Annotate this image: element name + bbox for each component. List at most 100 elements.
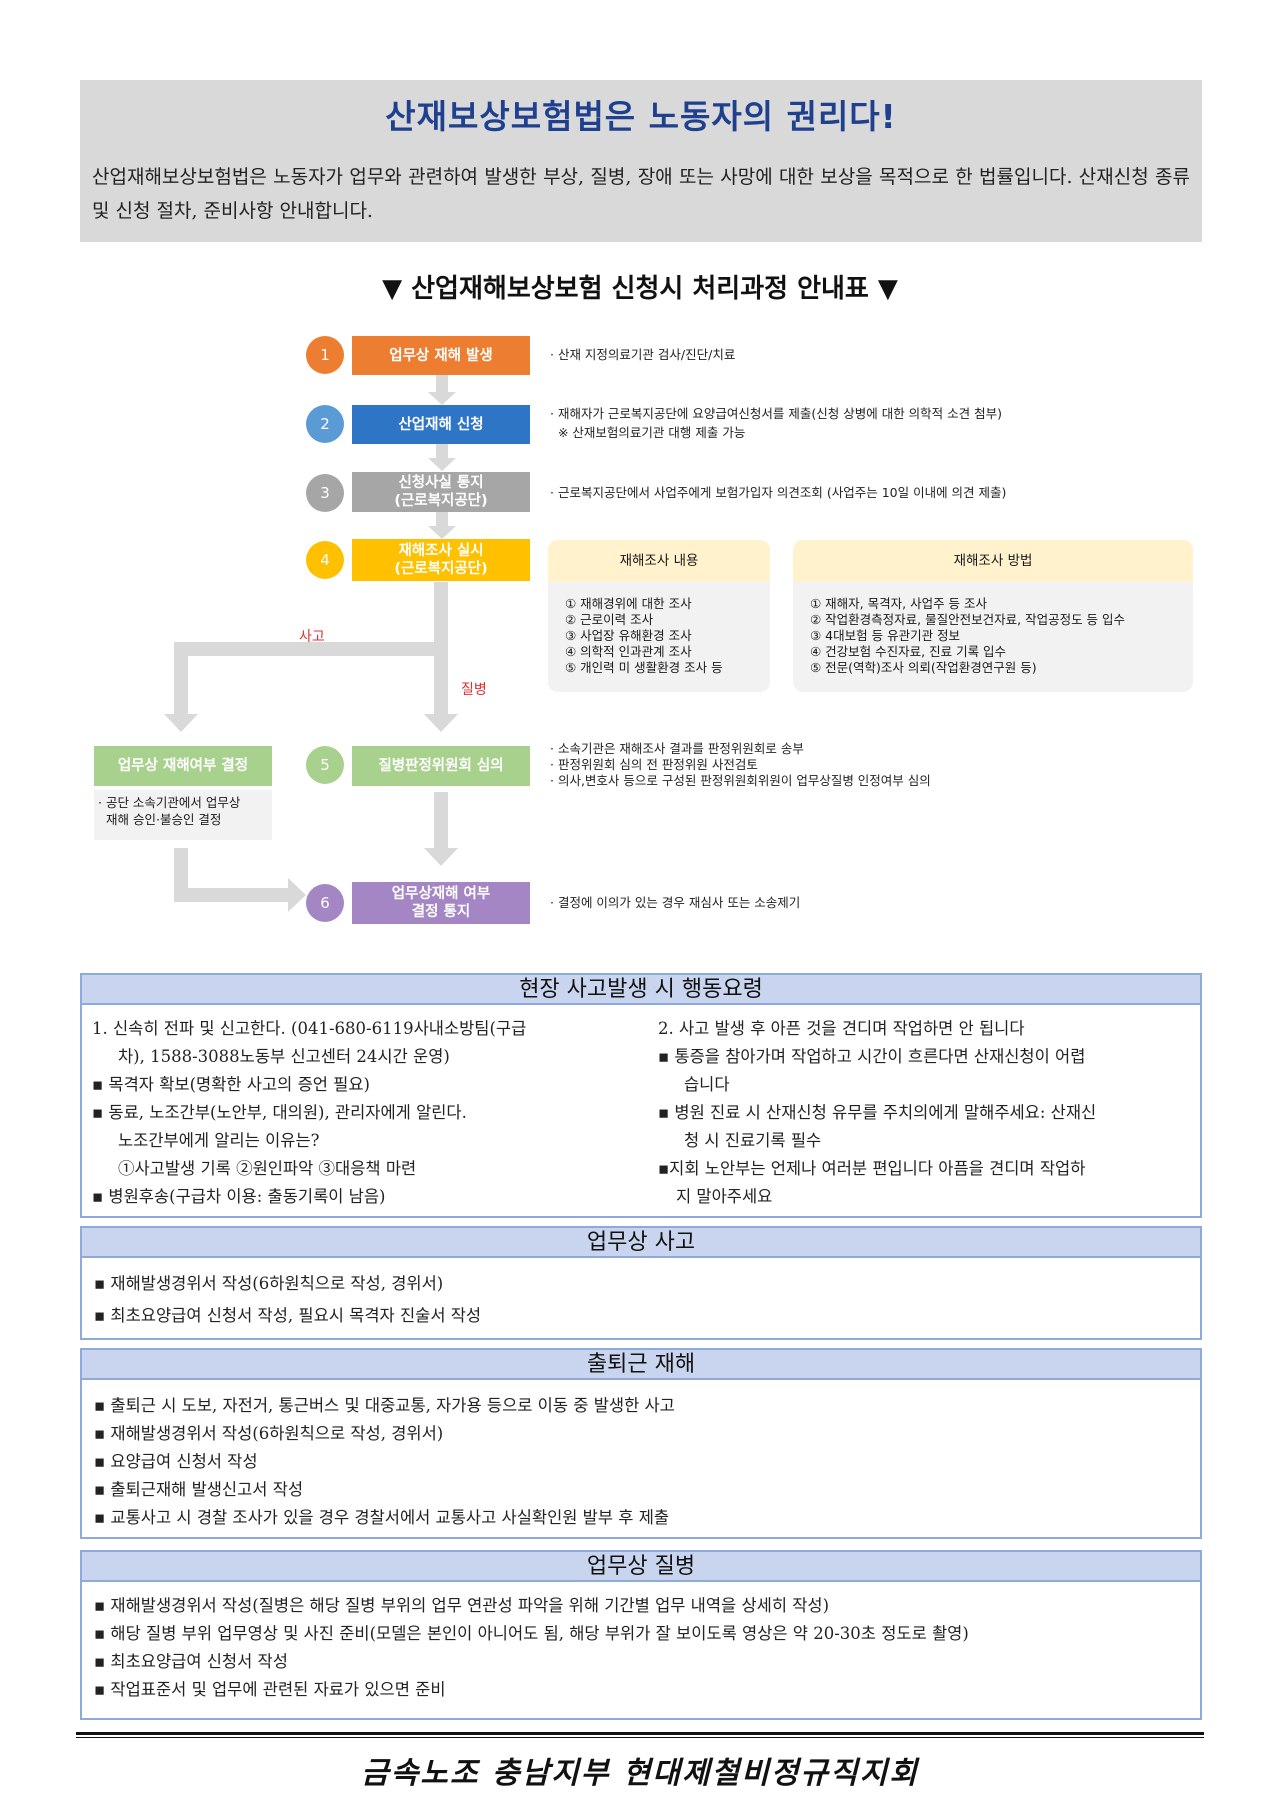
list-item: ▪ 최초요양급여 신청서 작성, 필요시 목격자 진술서 작성 [94, 1306, 482, 1325]
step-5-note-line1: · 소속기관은 재해조사 결과를 판정위원회로 송부 [550, 741, 804, 756]
disease-branch-label: 질병 [461, 682, 487, 698]
arrow-shaft [174, 642, 448, 656]
investigation-method-title: 재해조사 방법 [793, 540, 1193, 582]
onsite-text-line: 청 시 진료기록 필수 [684, 1131, 822, 1150]
list-item: ▪ 출퇴근 시 도보, 자전거, 통근버스 및 대중교통, 자가용 등으로 이동… [94, 1396, 675, 1415]
step-5-number: 5 [306, 746, 344, 784]
onsite-text-line: ▪ 목격자 확보(명확한 사고의 증언 필요) [92, 1075, 370, 1094]
onsite-text-line: 차), 1588-3088노동부 신고센터 24시간 운영) [118, 1047, 450, 1066]
onsite-text-line: 습니다 [684, 1075, 730, 1094]
step-3-sublabel: (근로복지공단) [394, 493, 488, 509]
step-5-box: 질병판정위원회 심의 [352, 746, 530, 786]
arrow-head [428, 458, 456, 471]
arrow-head [288, 878, 306, 912]
decision-note-line2: 재해 승인·불승인 결정 [106, 812, 222, 827]
list-item: ① 재해자, 목격자, 사업주 등 조사 [810, 596, 988, 611]
step-4-label: 재해조사 실시 [398, 543, 484, 559]
step-2-note-line1: · 재해자가 근로복지공단에 요양급여신청서를 제출(신청 상병에 대한 의학적… [550, 406, 1002, 421]
step-2-box: 산업재해 신청 [352, 405, 530, 444]
onsite-guide-section: 현장 사고발생 시 행동요령 1. 신속히 전파 및 신고한다. (041-68… [80, 973, 1202, 1218]
arrow-shaft [436, 440, 448, 458]
step-3-label: 신청사실 통지 [398, 475, 484, 491]
work-accident-title: 업무상 사고 [82, 1228, 1200, 1258]
list-item: ▪ 재해발생경위서 작성(질병은 해당 질병 부위의 업무 연관성 파악을 위해… [94, 1596, 830, 1615]
list-item: ② 근로이력 조사 [565, 612, 654, 627]
decision-box: 업무상 재해여부 결정 [94, 746, 272, 786]
occupational-disease-title: 업무상 질병 [82, 1552, 1200, 1582]
investigation-content-title: 재해조사 내용 [548, 540, 770, 582]
list-item: ▪ 교통사고 시 경찰 조사가 있을 경우 경찰서에서 교통사고 사실확인원 발… [94, 1508, 670, 1527]
step-1-number: 1 [306, 336, 344, 374]
list-item: ② 작업환경측정자료, 물질안전보건자료, 작업공정도 등 입수 [810, 612, 1126, 627]
onsite-text-line: ▪ 병원후송(구급차 이용: 출동기록이 남음) [92, 1187, 386, 1206]
step-6-label: 업무상재해 여부 [391, 886, 491, 902]
arrow-shaft [174, 888, 288, 902]
step-2-note-line2: ※ 산재보험의료기관 대행 제출 가능 [550, 425, 746, 440]
step-1-note: · 산재 지정의료기관 검사/진단/치료 [550, 347, 736, 362]
onsite-text-line: 지 말아주세요 [676, 1187, 773, 1206]
onsite-text-line: ▪ 통증을 참아가며 작업하고 시간이 흐른다면 산재신청이 어렵 [658, 1047, 1086, 1066]
accident-branch-label: 사고 [299, 629, 325, 645]
step-5-note-line2: · 판정위원회 심의 전 판정위원 사전검토 [550, 757, 758, 772]
step-6-sublabel: 결정 통지 [411, 904, 471, 920]
arrow-head [424, 714, 458, 732]
flow-arrows [164, 372, 458, 912]
commute-accident-section: 출퇴근 재해 ▪ 출퇴근 시 도보, 자전거, 통근버스 및 대중교통, 자가용… [80, 1348, 1202, 1539]
step-4-sublabel: (근로복지공단) [394, 561, 488, 577]
list-item: ⑤ 전문(역학)조사 의뢰(작업환경연구원 등) [810, 660, 1037, 675]
list-item: ▪ 최초요양급여 신청서 작성 [94, 1652, 288, 1671]
step-1-label: 업무상 재해 발생 [389, 347, 493, 364]
arrow-head [164, 714, 198, 732]
arrow-head [428, 526, 456, 539]
decision-note-box: · 공단 소속기관에서 업무상 재해 승인·불승인 결정 [94, 790, 272, 840]
arrow-head [428, 392, 456, 405]
flowchart-title: ▼ 산업재해보상보험 신청시 처리과정 안내표 ▼ [382, 274, 898, 304]
work-accident-section: 업무상 사고 ▪ 재해발생경위서 작성(6하원칙으로 작성, 경위서) ▪ 최초… [80, 1226, 1202, 1340]
step-3-note: · 근로복지공단에서 사업주에게 보험가입자 의견조회 (사업주는 10일 이내… [550, 485, 1007, 500]
list-item: ③ 사업장 유해환경 조사 [565, 628, 692, 643]
onsite-text-line: ▪ 동료, 노조간부(노안부, 대의원), 관리자에게 알린다. [92, 1103, 467, 1122]
step-2-number: 2 [306, 405, 344, 443]
list-item: ④ 의학적 인과관계 조사 [565, 644, 692, 659]
step-3-box: 신청사실 통지 (근로복지공단) [352, 472, 530, 512]
list-item: ⑤ 개인력 미 생활환경 조사 등 [565, 660, 723, 675]
step-5-note-line3: · 의사,변호사 등으로 구성된 판정위원회위원이 업무상질병 인정여부 심의 [550, 773, 931, 788]
investigation-content-list: ① 재해경위에 대한 조사 ② 근로이력 조사 ③ 사업장 유해환경 조사 ④ … [565, 596, 723, 676]
step-4-number: 4 [306, 541, 344, 579]
list-item: ▪ 작업표준서 및 업무에 관련된 자료가 있으면 준비 [94, 1680, 446, 1699]
list-item: ▪ 요양급여 신청서 작성 [94, 1452, 258, 1471]
list-item: ④ 건강보험 수진자료, 진료 기록 입수 [810, 644, 1007, 659]
step-6-number: 6 [306, 884, 344, 922]
step-3-number: 3 [306, 474, 344, 512]
list-item: ① 재해경위에 대한 조사 [565, 596, 692, 611]
onsite-text-line: ▪ 병원 진료 시 산재신청 유무를 주치의에게 말해주세요: 산재신 [658, 1103, 1097, 1122]
step-4-box: 재해조사 실시 (근로복지공단) [352, 539, 530, 581]
investigation-content-box: 재해조사 내용 ① 재해경위에 대한 조사 ② 근로이력 조사 ③ 사업장 유해… [548, 540, 770, 692]
onsite-text-line: 노조간부에게 알리는 이유는? [118, 1131, 320, 1150]
investigation-method-list: ① 재해자, 목격자, 사업주 등 조사 ② 작업환경측정자료, 물질안전보건자… [810, 596, 1125, 676]
step-5-label: 질병판정위원회 심의 [378, 758, 504, 774]
work-accident-body: ▪ 재해발생경위서 작성(6하원칙으로 작성, 경위서) ▪ 최초요양급여 신청… [82, 1258, 1200, 1332]
intro-description: 산업재해보상보험법은 노동자가 업무와 관련하여 발생한 부상, 질병, 장애 … [92, 166, 1190, 222]
onsite-right-column: 2. 사고 발생 후 아픈 것을 견디며 작업하면 안 됩니다 ▪ 통증을 참아… [658, 1015, 1194, 1211]
footer-divider [76, 1732, 1204, 1735]
occupational-disease-section: 업무상 질병 ▪ 재해발생경위서 작성(질병은 해당 질병 부위의 업무 연관성… [80, 1550, 1202, 1720]
onsite-text-line: 1. 신속히 전파 및 신고한다. (041-680-6119사내소방팀(구급 [92, 1019, 527, 1038]
onsite-guide-title: 현장 사고발생 시 행동요령 [82, 975, 1200, 1005]
arrow-shaft [434, 792, 448, 848]
list-item: ▪ 재해발생경위서 작성(6하원칙으로 작성, 경위서) [94, 1424, 444, 1443]
arrow-shaft [436, 372, 448, 392]
arrow-head [424, 848, 458, 866]
page-title: 산재보상보험법은 노동자의 권리다! [385, 97, 897, 136]
arrow-shaft [174, 642, 188, 714]
onsite-text-line: ①사고발생 기록 ②원인파악 ③대응책 마련 [118, 1159, 417, 1178]
intro-banner: 산재보상보험법은 노동자의 권리다! 산업재해보상보험법은 노동자가 업무와 관… [80, 80, 1202, 242]
step-6-box: 업무상재해 여부 결정 통지 [352, 882, 530, 924]
step-2-label: 산업재해 신청 [398, 416, 484, 433]
footer-signature: 금속노조 충남지부 현대제철비정규직지회 [361, 1756, 919, 1791]
commute-accident-title: 출퇴근 재해 [82, 1350, 1200, 1380]
list-item: ▪ 재해발생경위서 작성(6하원칙으로 작성, 경위서) [94, 1274, 444, 1293]
step-1-box: 업무상 재해 발생 [352, 336, 530, 375]
arrow-shaft [436, 508, 448, 526]
onsite-text-line: ▪지회 노안부는 언제나 여러분 편입니다 아픔을 견디며 작업하 [658, 1159, 1086, 1178]
